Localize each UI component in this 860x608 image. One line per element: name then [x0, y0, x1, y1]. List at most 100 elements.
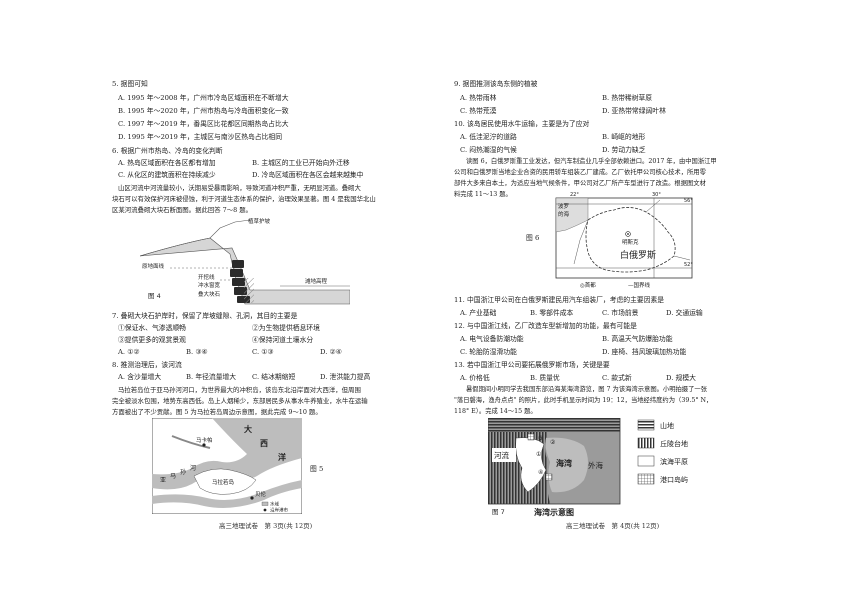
figure-7-bay-map: 河流 海湾 外海 ① ② ③ ④ 图 7 海湾示意图 山地 丘陵台地 滨海平原 …	[488, 418, 688, 517]
coastal-plain	[515, 437, 547, 493]
q6-option-a: A. 热岛区域面积在各区都有增加	[118, 159, 216, 167]
ocean-water	[152, 418, 302, 490]
q5-option-d: D. 1995 年～2019 年，主城区与南沙区热岛占比相同	[118, 133, 282, 141]
q13-option-c: C. 款式新	[602, 374, 632, 382]
page-3: 5. 据图可知 A. 1995 年～2008 年，广州市冷岛区域面积在不断增大 …	[112, 80, 376, 530]
legend-port: 港口岛屿	[660, 475, 688, 484]
legend-port-label: 沿岸港市	[270, 507, 288, 514]
figure-7-title: 海湾示意图	[534, 507, 574, 517]
intro-6-line4: 料完成 11～13 题。	[454, 191, 512, 198]
label-excavation: 开挖线	[198, 273, 215, 281]
para-river	[152, 480, 302, 508]
label-baltic-2: 的海	[558, 210, 570, 218]
q6-stem: 6. 根据广州市热岛、冷岛的变化判断	[112, 147, 223, 155]
q11-option-d: D. 交通运输	[666, 309, 703, 317]
footer-page-3: 高三地理试卷 第 3页(共 12页)	[219, 522, 313, 530]
intro-4-line2: 块石可以有效保护河床被侵蚀，利于河道生态体系的保护，治理效果显著。图 4 是我国…	[112, 195, 376, 203]
belem-dot	[250, 496, 254, 500]
q9-option-c: C. 热带荒漠	[460, 107, 497, 115]
figure-5-caption: 图 5	[310, 465, 324, 473]
figure-7-caption: 图 7	[492, 508, 505, 516]
marker-4: ④	[538, 469, 543, 476]
q7-item-2: ②为生物提供栖息环境	[252, 324, 320, 332]
figure-4-caption: 图 4	[148, 292, 161, 300]
q13-stem: 13. 若中国浙江甲公司要拓展俄罗斯市场，关键是要	[454, 361, 610, 369]
bay-water	[545, 437, 588, 493]
intro-5-line1: 马拉若岛位于亚马孙河河口，为世界最大的冲积岛，该岛东北沿岸面对大西洋，但周围	[118, 386, 361, 394]
mountain-band-top	[488, 418, 620, 432]
figure-6-caption: 图 6	[526, 234, 540, 242]
legend-port-swatch	[263, 508, 267, 512]
q8-option-b: B. 年径流量增大	[186, 373, 237, 381]
label-yang: 洋	[278, 452, 286, 462]
label-open-sea: 外海	[588, 460, 603, 470]
q5-option-a: A. 1995 年～2008 年，广州市冷岛区域面积在不断增大	[118, 94, 289, 102]
q10-option-c: C. 闷热潮湿的气候	[460, 146, 517, 154]
q9-option-d: D. 亚热带常绿阔叶林	[602, 107, 666, 115]
legend-water-label: 水域	[270, 501, 279, 508]
legend-border: —国界线	[628, 281, 651, 289]
q6-option-d: D. 冷岛区域面积在各区会越来越集中	[252, 171, 364, 179]
legend-hill: 丘陵台地	[660, 439, 688, 448]
label-ya: 亚	[160, 477, 166, 484]
legend-mountain-swatch	[637, 419, 655, 431]
q8-option-a: A. 含沙量增大	[118, 373, 162, 381]
marker-2: ②	[550, 439, 556, 446]
q6-option-b: B. 主城区的工业已开始向外迁移	[252, 159, 350, 167]
legend-hill-swatch	[637, 437, 655, 449]
label-stacked-stone: 叠大块石	[198, 290, 221, 298]
q8-option-c: C. 结冰期缩短	[252, 373, 296, 381]
q10-option-a: A. 低洼泥泞的道路	[460, 133, 517, 141]
label-macapa: 马卡帕	[196, 436, 213, 444]
footer-page-4: 高三地理试卷 第 4页(共 12页)	[566, 522, 660, 530]
belarus-border	[585, 207, 676, 273]
q11-option-a: A. 产业基础	[460, 309, 497, 317]
marajo-island	[193, 468, 257, 495]
foundation-hatch	[244, 278, 254, 303]
minsk-ring	[625, 231, 631, 237]
intro-4-line1: 山区河流中河流量较小，沃期易受暴雨影响，导致河道冲积严重，无明显河道。叠砌大	[118, 184, 361, 192]
q9-option-a: A. 热带雨林	[460, 94, 497, 102]
neighbor-borders	[573, 199, 691, 265]
amazon-channel	[171, 435, 211, 449]
label-grass-slope: 植草护坡	[248, 217, 271, 225]
figure-6-belarus-map: 22° 30° 波罗 的海 56° 52° 明斯克 白俄罗斯 ◎首都 —国界线	[555, 192, 693, 289]
coord-30: 30°	[652, 192, 661, 198]
label-marajo: 马拉若岛	[212, 478, 235, 486]
q12-option-b: B. 高温天气防爆胎功能	[602, 335, 673, 343]
label-da: 大	[244, 424, 252, 434]
intro-6-line1: 读图 6，白俄罗斯重工业发达，但汽车制造业几乎全部依赖进口。2017 年，由中国…	[466, 158, 717, 165]
coord-52: 52°	[684, 262, 693, 268]
grass-slope-line	[140, 219, 251, 257]
q11-option-c: C. 市场前景	[602, 309, 639, 317]
intro-6-line3: 部件大多来自本土，为适应当地气候条件，甲公司对乙厂所产车型进行了改造。根据图文材	[454, 180, 706, 187]
label-belarus: 白俄罗斯	[620, 249, 656, 261]
label-beach-level: 滩地高程	[305, 277, 328, 285]
legend-plain-swatch	[637, 455, 655, 467]
legend-port-swatch	[637, 473, 655, 485]
figure-4-cross-section: 植草护坡 原地面线 开挖线 冲水窗宽 叠大块石 滩地高程 图 4	[140, 217, 350, 305]
legend-water-swatch	[261, 501, 269, 506]
figure-5-marajo-map: 大 西 洋 马卡帕 马拉若岛 亚 马 孙 河 贝伦 水域 沿岸港市	[152, 418, 302, 514]
legend-capital: ◎首都	[580, 281, 596, 289]
q7-item-4: ④保持河道土壤水分	[252, 336, 314, 344]
label-bay: 海湾	[556, 458, 572, 468]
port-island-1	[527, 433, 535, 441]
q7-option-c: C. ①③	[252, 348, 274, 356]
intro-5-line2: 完全被淡水包围，地势东高西低。岛上人烟稀少，东部居民多从事水牛养殖业，水牛在运输	[112, 397, 368, 405]
label-original-ground: 原地面线	[142, 262, 165, 270]
coord-22: 22°	[570, 192, 579, 198]
q13-option-b: B. 质量优	[530, 374, 560, 382]
label-river: 河流	[494, 450, 509, 460]
minsk-dot	[627, 233, 629, 235]
q5-option-c: C. 1997 年～2019 年，番禺区比花都区同期热岛占比大	[118, 120, 289, 128]
q7-option-b: B. ③④	[186, 348, 208, 356]
q11-option-b: B. 零部件成本	[530, 309, 574, 317]
q9-stem: 9. 据图推测该岛东侧的植被	[454, 80, 538, 88]
q10-stem: 10. 该岛居民使用水牛运输，主要是为了应对	[454, 120, 590, 128]
intro-7-line3: 118° E）。完成 14～15 题。	[454, 408, 537, 415]
q7-option-d: D. ②④	[320, 348, 342, 356]
q7-item-1: ①保证水、气渗透顺畅	[118, 324, 186, 332]
q12-option-c: C. 轮胎防湿滑功能	[460, 348, 517, 356]
marker-3: ③	[538, 435, 543, 442]
